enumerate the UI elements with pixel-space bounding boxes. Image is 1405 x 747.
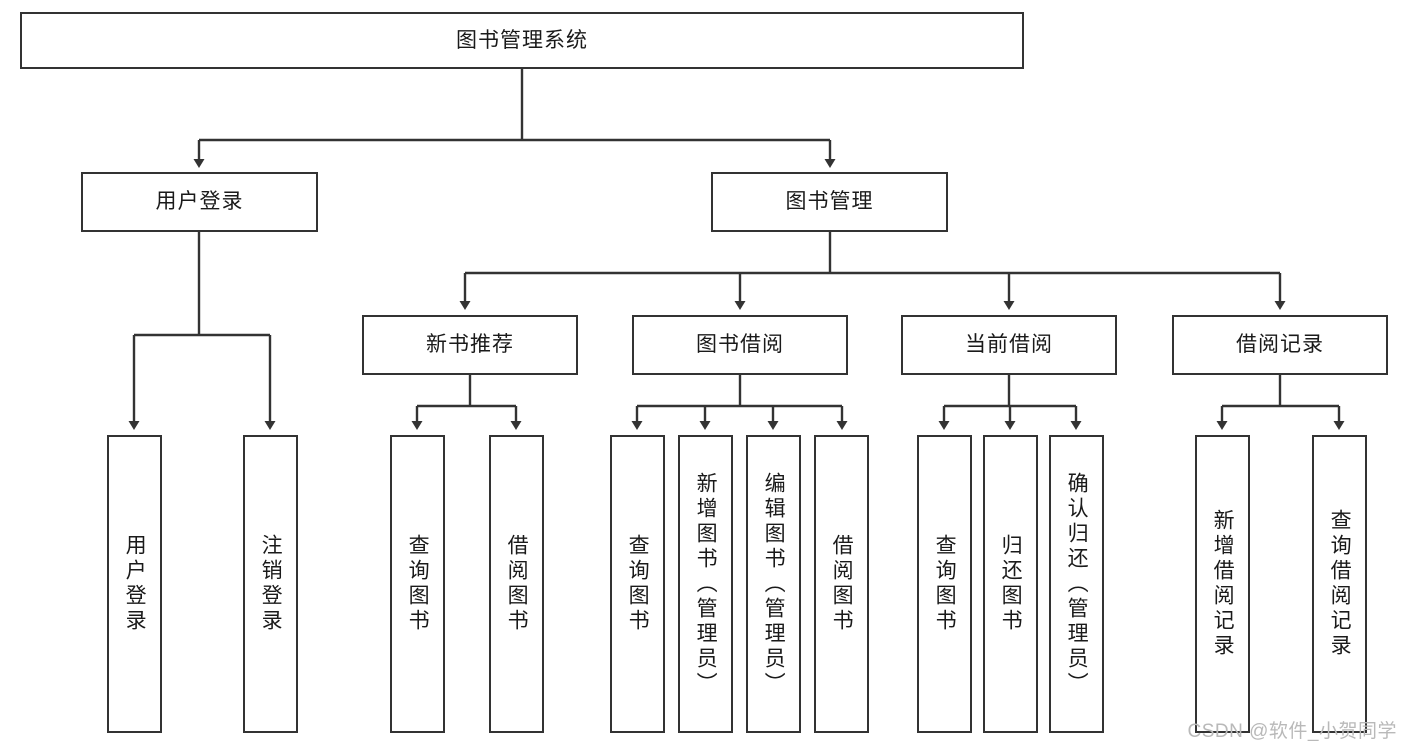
node-label: 借阅图书 [505, 534, 529, 634]
leaf-add-book-admin[interactable]: 新增图书（管理员） [678, 435, 733, 733]
node-label: 用户登录 [155, 190, 244, 214]
leaf-confirm-return-admin[interactable]: 确认归还（管理员） [1049, 435, 1104, 733]
node-label: 借阅图书 [830, 534, 854, 634]
node-label: 确认归还（管理员） [1065, 471, 1089, 697]
node-label: 新增图书（管理员） [694, 471, 718, 697]
leaf-query-book-borrow[interactable]: 查询图书 [610, 435, 665, 733]
node-current-borrow[interactable]: 当前借阅 [901, 315, 1117, 375]
node-label: 新增借阅记录 [1211, 509, 1235, 659]
leaf-edit-book-admin[interactable]: 编辑图书（管理员） [746, 435, 801, 733]
node-label: 借阅记录 [1236, 333, 1324, 357]
node-user-login[interactable]: 用户登录 [81, 172, 318, 232]
leaf-borrow-book[interactable]: 借阅图书 [814, 435, 869, 733]
leaf-borrow-book-recommend[interactable]: 借阅图书 [489, 435, 544, 733]
node-label: 查询图书 [626, 534, 650, 634]
node-label: 查询图书 [933, 534, 957, 634]
node-label: 当前借阅 [965, 333, 1053, 357]
node-label: 用户登录 [123, 534, 147, 634]
leaf-add-borrow-record[interactable]: 新增借阅记录 [1195, 435, 1250, 733]
node-borrow-record[interactable]: 借阅记录 [1172, 315, 1388, 375]
node-book-management[interactable]: 图书管理 [711, 172, 948, 232]
leaf-query-book-recommend[interactable]: 查询图书 [390, 435, 445, 733]
leaf-query-book-current[interactable]: 查询图书 [917, 435, 972, 733]
watermark: CSDN @软件_小贺同学 [1187, 721, 1397, 742]
node-label: 图书管理系统 [456, 28, 588, 52]
leaf-user-login[interactable]: 用户登录 [107, 435, 162, 733]
node-label: 注销登录 [259, 534, 283, 634]
node-label: 新书推荐 [426, 333, 514, 357]
node-label: 查询图书 [406, 534, 430, 634]
leaf-return-book[interactable]: 归还图书 [983, 435, 1038, 733]
leaf-query-borrow-record[interactable]: 查询借阅记录 [1312, 435, 1367, 733]
node-label: 图书借阅 [696, 333, 784, 357]
node-label: 图书管理 [785, 190, 874, 214]
node-root-book-management-system[interactable]: 图书管理系统 [20, 12, 1024, 69]
node-label: 归还图书 [999, 534, 1023, 634]
node-book-borrow[interactable]: 图书借阅 [632, 315, 848, 375]
leaf-logout-login[interactable]: 注销登录 [243, 435, 298, 733]
node-label: 查询借阅记录 [1328, 509, 1352, 659]
node-label: 编辑图书（管理员） [762, 471, 786, 697]
node-new-book-recommend[interactable]: 新书推荐 [362, 315, 578, 375]
